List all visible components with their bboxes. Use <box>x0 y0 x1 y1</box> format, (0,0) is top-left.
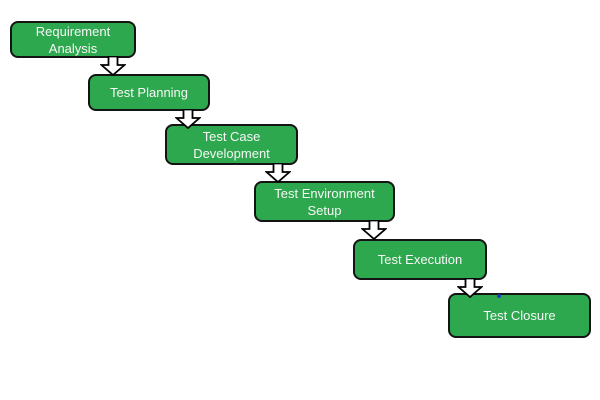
down-arrow-icon <box>361 220 387 240</box>
step-requirement-analysis: Requirement Analysis <box>10 21 136 58</box>
down-arrow-icon <box>457 278 483 298</box>
step-label-line: Test Closure <box>483 308 556 323</box>
step-label-line: Requirement <box>35 23 111 39</box>
step-test-execution: Test Execution <box>353 239 487 280</box>
step-label-line: Analysis <box>48 40 98 56</box>
step-label-line: Test Environment <box>274 185 375 201</box>
step-label-line: Test Execution <box>377 252 463 267</box>
step-label-line: Test Case <box>202 128 261 144</box>
step-label-line: Setup <box>307 202 342 218</box>
step-test-planning: Test Planning <box>88 74 210 111</box>
down-arrow-icon <box>100 56 126 76</box>
step-test-case-development: Test Case Development <box>165 124 298 165</box>
step-label-line: Development <box>193 145 270 161</box>
step-label-line: Test Planning <box>109 85 189 100</box>
down-arrow-icon <box>175 109 201 129</box>
step-test-closure: Test Closure <box>448 293 591 338</box>
stray-ink-dot <box>497 294 501 298</box>
down-arrow-icon <box>265 163 291 183</box>
step-test-environment-setup: Test Environment Setup <box>254 181 395 222</box>
